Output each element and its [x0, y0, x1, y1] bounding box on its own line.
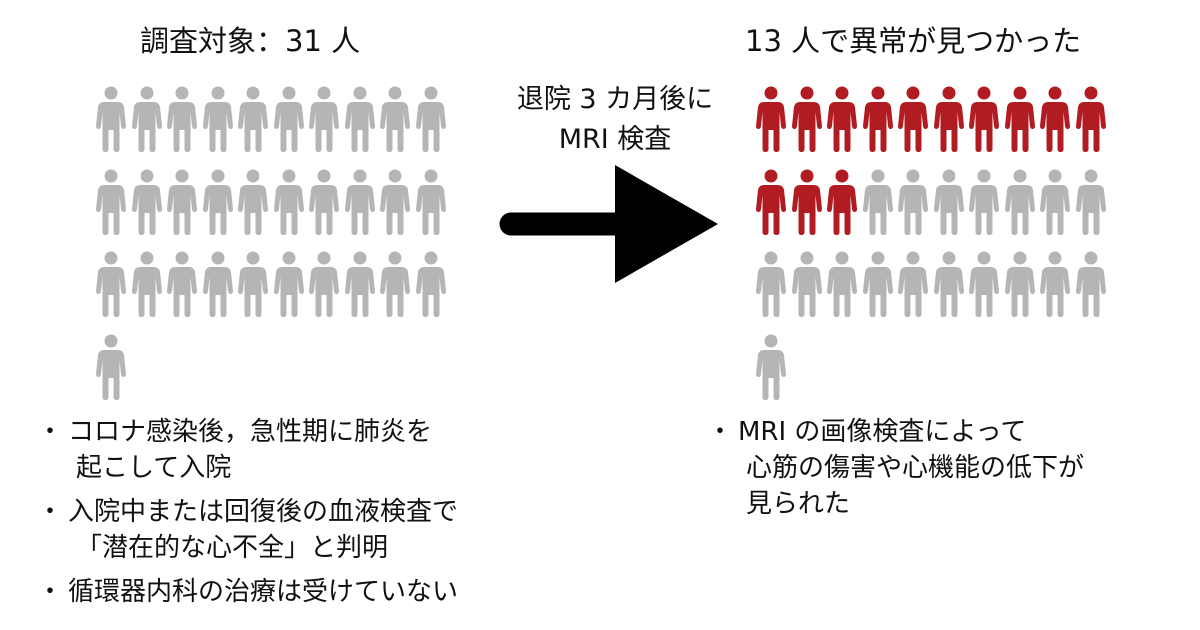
person-icon: [238, 251, 268, 317]
person-icon: [1075, 169, 1106, 235]
bullet-item: ・循環器内科の治療は受けていない: [36, 574, 458, 610]
person-icon: [96, 86, 126, 152]
findings-list: ・MRI の画像検査によって心筋の傷害や心機能の低下が見られた: [706, 414, 1084, 522]
person-icon: [273, 251, 304, 317]
person-icon: [380, 86, 410, 152]
bullet-item: ・MRI の画像検査によって心筋の傷害や心機能の低下が見られた: [706, 414, 1084, 522]
person-icon: [1040, 169, 1070, 235]
person-icon-abnormal: [827, 86, 857, 152]
person-icon: [131, 251, 162, 317]
person-icon: [344, 169, 375, 235]
person-icon: [969, 251, 999, 317]
person-icon-abnormal: [756, 169, 786, 235]
person-icon: [96, 334, 126, 400]
bullet-line: 「潜在的な心不全」と判明: [76, 533, 389, 563]
bullet-dot: ・: [36, 417, 63, 447]
right-arrow-icon: [499, 165, 718, 283]
person-icon-abnormal: [862, 86, 893, 152]
bullet-item: ・入院中または回復後の血液検査で「潜在的な心不全」と判明: [36, 494, 458, 566]
person-icon: [309, 251, 339, 317]
person-icon: [756, 334, 786, 400]
person-icon-abnormal: [827, 169, 857, 235]
person-icon: [167, 251, 197, 317]
person-icon: [898, 169, 928, 235]
bullet-line: 心筋の傷害や心機能の低下が: [746, 453, 1085, 483]
bullet-line: 循環器内科の治療は受けていない: [68, 577, 459, 607]
person-icon: [309, 169, 339, 235]
bullet-line: MRI の画像検査によって: [738, 417, 1027, 447]
person-icon-abnormal: [933, 86, 964, 152]
person-icon: [202, 169, 233, 235]
person-icon-abnormal: [1075, 86, 1106, 152]
mri-exam-label: 退院 3 カ月後に MRI 検査: [490, 80, 740, 160]
person-icon-abnormal: [791, 86, 822, 152]
person-icon-abnormal: [969, 86, 999, 152]
person-icon: [344, 251, 375, 317]
person-icon: [273, 86, 304, 152]
person-icon: [862, 169, 893, 235]
person-icon: [273, 169, 304, 235]
person-icon: [238, 169, 268, 235]
bullet-item: ・コロナ感染後，急性期に肺炎を起こして入院: [36, 414, 458, 486]
person-icon: [827, 251, 857, 317]
study-subjects-title: 調査対象：31 人: [140, 24, 361, 58]
person-icon: [862, 251, 893, 317]
mri-exam-label-line2: MRI 検査: [558, 124, 672, 155]
bullet-line: コロナ感染後，急性期に肺炎を: [68, 417, 433, 447]
person-icon: [933, 169, 964, 235]
person-icon: [380, 169, 410, 235]
bullet-dot: ・: [706, 417, 733, 447]
person-icon-abnormal: [898, 86, 928, 152]
person-icon: [415, 251, 446, 317]
person-icon: [1040, 251, 1070, 317]
person-icon: [96, 169, 126, 235]
person-icon: [415, 86, 446, 152]
person-icon: [309, 86, 339, 152]
bullet-line: 入院中または回復後の血液検査で: [68, 497, 459, 527]
person-icon-abnormal: [1004, 86, 1035, 152]
person-icon: [380, 251, 410, 317]
person-icon: [969, 169, 999, 235]
person-icon: [96, 251, 126, 317]
findings-title: 13 人で異常が見つかった: [745, 24, 1082, 58]
bullet-line: 起こして入院: [76, 453, 232, 483]
person-icon: [756, 251, 786, 317]
person-icon: [167, 169, 197, 235]
person-icon: [202, 251, 233, 317]
person-icon: [1075, 251, 1106, 317]
study-conditions-list: ・コロナ感染後，急性期に肺炎を起こして入院・入院中または回復後の血液検査で「潜在…: [36, 414, 458, 610]
bullet-dot: ・: [36, 497, 63, 527]
person-icon: [1004, 169, 1035, 235]
person-icon: [131, 169, 162, 235]
person-icon-abnormal: [756, 86, 786, 152]
person-icon: [791, 251, 822, 317]
person-icon: [415, 169, 446, 235]
person-icon: [238, 86, 268, 152]
person-icon: [1004, 251, 1035, 317]
person-icon-abnormal: [1040, 86, 1070, 152]
person-icon: [167, 86, 197, 152]
bullet-line: 見られた: [746, 489, 851, 519]
person-icon-abnormal: [791, 169, 822, 235]
mri-exam-label-line1: 退院 3 カ月後に: [516, 84, 714, 115]
person-icon: [202, 86, 233, 152]
person-icon: [898, 251, 928, 317]
person-icon: [344, 86, 375, 152]
bullet-dot: ・: [36, 577, 63, 607]
person-icon: [933, 251, 964, 317]
person-icon: [131, 86, 162, 152]
